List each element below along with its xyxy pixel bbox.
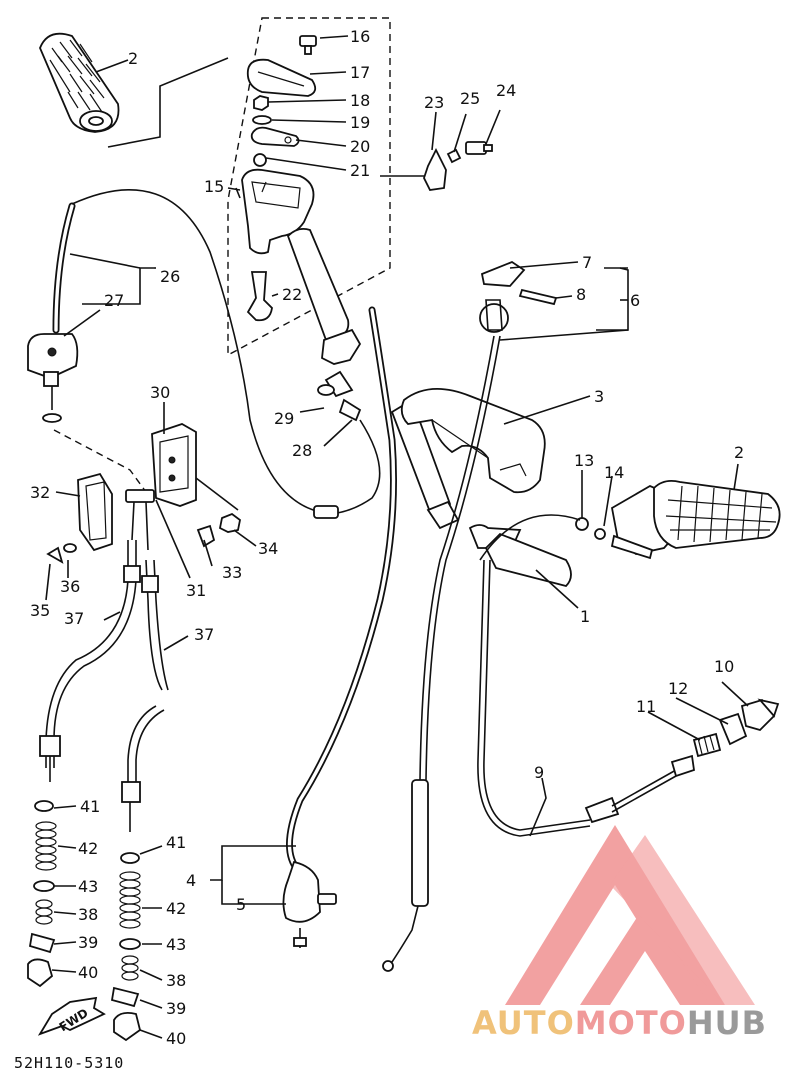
label-37-right: 37 bbox=[194, 625, 214, 644]
label-40-left: 40 bbox=[78, 963, 98, 982]
label-25: 25 bbox=[460, 89, 480, 108]
label-29: 29 bbox=[274, 409, 294, 428]
label-15: 15 bbox=[204, 177, 224, 196]
label-20: 20 bbox=[350, 137, 370, 156]
label-38-left: 38 bbox=[78, 905, 98, 924]
label-43-left: 43 bbox=[78, 877, 98, 896]
fasteners bbox=[46, 512, 241, 564]
stack-left bbox=[27, 800, 57, 988]
label-10: 10 bbox=[714, 657, 734, 676]
leader-lines bbox=[45, 35, 749, 1039]
label-6: 6 bbox=[630, 291, 640, 310]
label-1: 1 bbox=[580, 607, 590, 626]
label-39-right: 39 bbox=[166, 999, 186, 1018]
cover-32 bbox=[77, 472, 113, 552]
label-35: 35 bbox=[30, 601, 50, 620]
small-parts-top-right bbox=[380, 141, 558, 306]
label-2-right: 2 bbox=[734, 443, 744, 462]
label-40-right: 40 bbox=[166, 1029, 186, 1048]
label-22: 22 bbox=[282, 285, 302, 304]
throttle-group-outline bbox=[227, 17, 391, 357]
part-labels: 2 16 17 18 19 20 21 15 22 23 25 24 26 27… bbox=[30, 27, 744, 1048]
label-4: 4 bbox=[186, 871, 196, 890]
label-14: 14 bbox=[604, 463, 624, 482]
label-17: 17 bbox=[350, 63, 370, 82]
label-33: 33 bbox=[222, 563, 242, 582]
label-27: 27 bbox=[104, 291, 124, 310]
label-31: 31 bbox=[186, 581, 206, 600]
label-32: 32 bbox=[30, 483, 50, 502]
leader-27-dashed bbox=[53, 429, 147, 493]
label-43-right: 43 bbox=[166, 935, 186, 954]
label-11: 11 bbox=[636, 697, 656, 716]
label-30: 30 bbox=[150, 383, 170, 402]
switch-30 bbox=[125, 423, 197, 551]
label-39-left: 39 bbox=[78, 933, 98, 952]
brand-hub: HUB bbox=[686, 1004, 768, 1042]
label-42-right: 42 bbox=[166, 899, 186, 918]
label-16: 16 bbox=[350, 27, 370, 46]
cables bbox=[52, 189, 695, 972]
adjuster-parts bbox=[692, 698, 780, 758]
label-24: 24 bbox=[496, 81, 516, 100]
label-3: 3 bbox=[594, 387, 604, 406]
label-34: 34 bbox=[258, 539, 278, 558]
label-2-left: 2 bbox=[128, 49, 138, 68]
label-37-left: 37 bbox=[64, 609, 84, 628]
brake-lever bbox=[479, 514, 581, 587]
label-9: 9 bbox=[534, 763, 544, 782]
label-41-left: 41 bbox=[80, 797, 100, 816]
leader-grip-left bbox=[107, 57, 229, 148]
label-42-left: 42 bbox=[78, 839, 98, 858]
automotohub-logo bbox=[505, 825, 755, 1005]
label-12: 12 bbox=[668, 679, 688, 698]
throttle-parts bbox=[241, 35, 317, 322]
choke-lever bbox=[27, 333, 79, 423]
brand-moto: MOTO bbox=[574, 1004, 687, 1042]
label-26: 26 bbox=[160, 267, 180, 286]
label-41-right: 41 bbox=[166, 833, 186, 852]
label-7: 7 bbox=[582, 253, 592, 272]
label-21: 21 bbox=[350, 161, 370, 180]
fwd-arrow-icon bbox=[37, 996, 106, 1036]
brand-wordmark: AUTOMOTOHUB bbox=[472, 1004, 767, 1042]
label-23: 23 bbox=[424, 93, 444, 112]
label-19: 19 bbox=[350, 113, 370, 132]
label-28: 28 bbox=[292, 441, 312, 460]
brand-auto: AUTO bbox=[472, 1004, 575, 1042]
label-36: 36 bbox=[60, 577, 80, 596]
label-38-right: 38 bbox=[166, 971, 186, 990]
label-13: 13 bbox=[574, 451, 594, 470]
label-8: 8 bbox=[576, 285, 586, 304]
label-18: 18 bbox=[350, 91, 370, 110]
label-5: 5 bbox=[236, 895, 246, 914]
stack-right bbox=[110, 852, 142, 1042]
grip-right bbox=[575, 479, 781, 560]
document-code: 52H110-5310 bbox=[14, 1054, 125, 1072]
leads-37 bbox=[39, 540, 169, 832]
grip-left bbox=[39, 32, 120, 133]
